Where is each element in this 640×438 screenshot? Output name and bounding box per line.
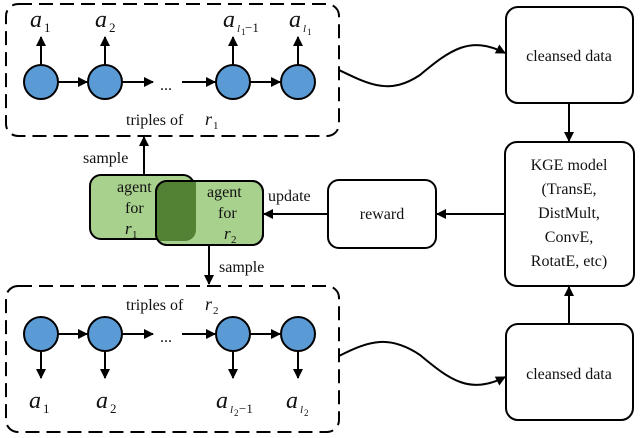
top-action-2: a 2 [95, 7, 116, 35]
bottom-to-cleansed-curve [338, 341, 506, 386]
action-base: a [216, 388, 228, 414]
action-base: a [286, 388, 298, 414]
agent1-line2: for [125, 200, 144, 217]
action-base: a [223, 7, 235, 33]
kge-model-box: KGE model (TransE, DistMult, ConvE, Rota… [504, 141, 635, 287]
top-action-1: a 1 [30, 7, 51, 35]
action-sub: 2 [110, 401, 117, 416]
bottom-action-3: a l 2 −1 [216, 388, 253, 418]
sample-up-label: sample [83, 150, 128, 167]
action-base: a [95, 7, 107, 33]
caption-sub: 2 [213, 305, 219, 317]
update-label: update [268, 188, 311, 205]
bottom-node-3 [215, 316, 251, 352]
agent-r2: agent for r 2 [155, 180, 264, 246]
agent1-var: r [125, 219, 132, 238]
bottom-node-4 [280, 316, 316, 352]
bottom-triples-group: triples of r 2 ... a 1 a 2 a l [5, 285, 340, 433]
top-node-4 [280, 64, 316, 100]
action-sub-var-sub: 2 [234, 408, 239, 418]
top-to-cleansed-curve [338, 44, 506, 88]
action-sub-var: l [230, 404, 233, 416]
action-base: a [30, 7, 42, 33]
bottom-node-1 [23, 316, 59, 352]
action-sub-var: l [237, 23, 240, 35]
top-node-2 [87, 64, 123, 100]
action-sub-var: l [300, 404, 303, 416]
kge-line-1: KGE model [531, 157, 608, 174]
action-sub: 1 [44, 20, 51, 35]
action-sub-var: l [303, 23, 306, 35]
agent-overlap [157, 182, 196, 241]
caption-var: r [205, 109, 213, 129]
action-base: a [29, 388, 41, 414]
action-sub: 2 [109, 20, 116, 35]
action-sub-var-sub: 1 [241, 27, 246, 37]
action-base: a [96, 388, 108, 414]
bottom-ellipsis: ... [160, 329, 172, 346]
reward-label: reward [360, 206, 404, 223]
bottom-caption: triples of r 2 [126, 294, 219, 317]
action-sub-suffix: −1 [239, 401, 253, 416]
bottom-node-2 [87, 316, 123, 352]
agent1-line1: agent [117, 179, 152, 196]
kge-line-5: RotatE, etc) [531, 253, 607, 270]
action-sub-var-sub: 2 [304, 408, 309, 418]
cleansed-data-bottom: cleansed data [505, 323, 634, 421]
top-triples-group: a 1 a 2 a l 1 −1 a l 1 ... [5, 3, 340, 137]
action-sub-suffix: −1 [245, 20, 259, 35]
caption-prefix: triples of [126, 297, 184, 314]
agent2-line2: for [218, 205, 237, 222]
top-caption: triples of r 1 [126, 109, 219, 132]
kge-line-4: ConvE, [545, 229, 593, 246]
caption-prefix: triples of [126, 112, 184, 129]
top-action-3: a l 1 −1 [223, 7, 259, 37]
caption-sub: 1 [213, 120, 219, 132]
caption-var: r [205, 294, 213, 314]
bottom-group-border [5, 285, 340, 433]
reward-box: reward [327, 179, 437, 249]
bottom-action-4: a l 2 [286, 388, 309, 418]
top-ellipsis: ... [160, 77, 172, 94]
bottom-action-1: a 1 [29, 388, 50, 416]
agent1-sub: 1 [132, 229, 138, 241]
action-sub: 1 [43, 401, 50, 416]
kge-line-2: (TransE, [542, 181, 597, 198]
top-node-1 [23, 64, 59, 100]
action-base: a [289, 7, 301, 33]
cleansed-top-label: cleansed data [526, 48, 612, 65]
top-action-4: a l 1 [289, 7, 312, 37]
cleansed-data-top: cleansed data [505, 6, 634, 104]
cleansed-bottom-label: cleansed data [526, 366, 612, 383]
kge-line-3: DistMult, [538, 205, 600, 222]
sample-down-label: sample [219, 259, 264, 276]
bottom-action-2: a 2 [96, 388, 117, 416]
agent2-sub: 2 [231, 234, 237, 246]
agent2-line1: agent [207, 184, 242, 201]
top-node-3 [215, 64, 251, 100]
action-sub-var-sub: 1 [307, 27, 312, 37]
agent2-var: r [224, 224, 231, 243]
